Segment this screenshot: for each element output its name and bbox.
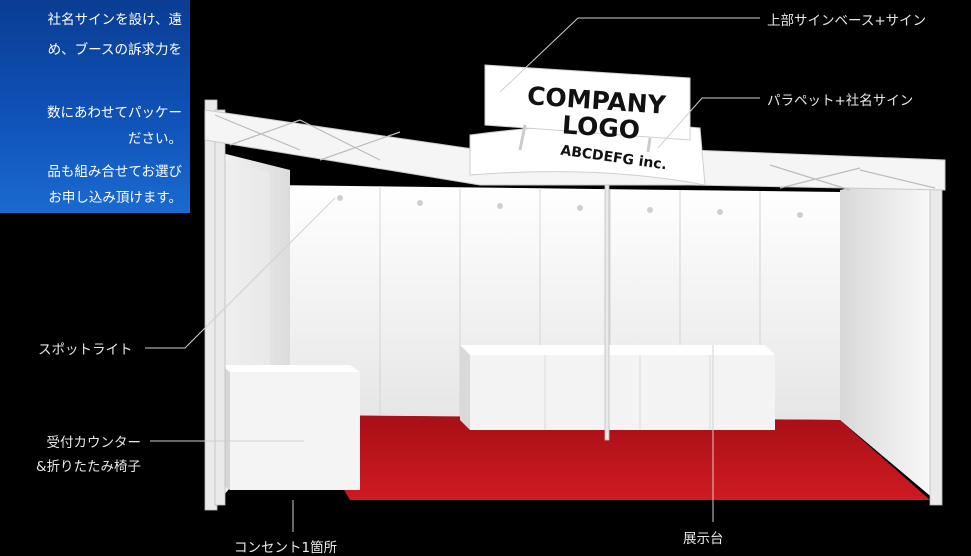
description-line: 社名サインを設け、遠 (47, 12, 182, 28)
label-counter-line2: &折りたたみ椅子 (35, 459, 141, 475)
description-line: め、ブースの訴求力を (47, 42, 182, 58)
description-panel: 社名サインを設け、遠 め、ブースの訴求力を 数にあわせてパッケー ださい。 品も… (0, 0, 190, 213)
label-display-stand: 展示台 (683, 531, 724, 547)
description-line: お申し込み頂けます。 (48, 190, 182, 206)
display-stand-shape (460, 345, 775, 430)
description-line: 品も組み合せてお選び (47, 164, 182, 180)
truss-lattice (214, 114, 936, 191)
leader-lines (145, 17, 760, 532)
right-wall (840, 170, 935, 500)
label-top-sign: 上部サインベース+サイン (767, 13, 927, 29)
description-line: 数にあわせてパッケー (47, 105, 182, 121)
label-parapet: パラペット+社名サイン (767, 93, 914, 109)
description-line: ださい。 (128, 131, 182, 147)
label-spotlight: スポットライト (38, 342, 133, 358)
company-logo-line2: LOGO (561, 110, 641, 145)
spotlights (337, 195, 803, 218)
carpet (300, 415, 930, 500)
reception-counter-shape (220, 365, 360, 490)
label-counter-line1: 受付カウンター (46, 435, 142, 451)
top-sign-board (484, 64, 691, 141)
label-outlet: コンセント1箇所 (234, 540, 338, 556)
